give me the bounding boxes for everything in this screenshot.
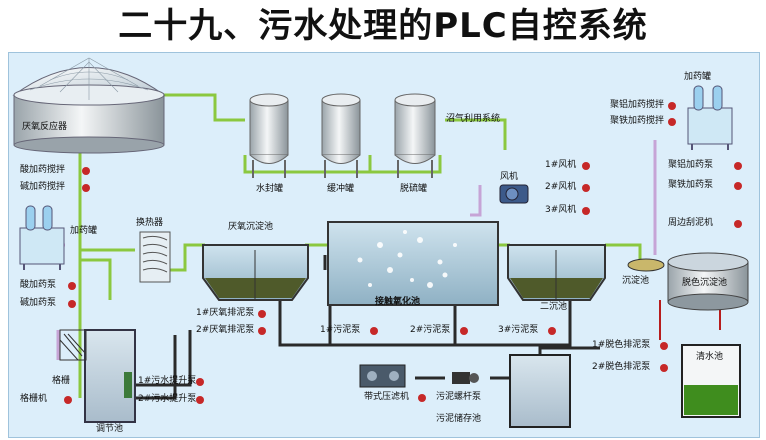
discharge-pump-1-label: 1#脱色排泥泵 <box>592 340 651 350</box>
sludge-pump-2-indicator <box>258 327 266 335</box>
scraper-indicator <box>734 220 742 228</box>
heat-exchanger-label: 换热器 <box>136 218 164 228</box>
clear-water-pool <box>681 344 741 418</box>
clear-pool-label: 清水池 <box>696 352 724 362</box>
page-title: 二十九、污水处理的PLC自控系统 <box>118 6 648 46</box>
pam-stir-indicator <box>668 118 676 126</box>
fan-1-label: 1#风机 <box>545 160 577 170</box>
alkali-pump-label: 碱加药泵 <box>20 298 57 308</box>
pam-pump-label: 聚铁加药泵 <box>668 180 714 190</box>
fan <box>499 184 529 204</box>
alkali-pump-indicator <box>68 300 76 308</box>
sludge-return-2-indicator <box>460 327 468 335</box>
buffer-tank <box>321 93 361 178</box>
acid-pump-label: 酸加药泵 <box>20 280 57 290</box>
secondary-settling-pool <box>507 244 606 301</box>
scraper-label: 周边刮泥机 <box>668 218 714 228</box>
fan-1-indicator <box>582 162 590 170</box>
grille <box>59 329 87 361</box>
fan-2-label: 2#风机 <box>545 182 577 192</box>
sludge-return-3-label: 3#污泥泵 <box>498 325 539 335</box>
decolor-pool <box>667 252 749 311</box>
belt-press-indicator <box>418 394 426 402</box>
sludge-return-1-indicator <box>370 327 378 335</box>
discharge-pump-2-indicator <box>660 364 668 372</box>
lift-pump-2-label: 2#污水提升泵 <box>138 394 197 404</box>
pam-pump-indicator <box>734 182 742 190</box>
sludge-return-1-label: 1#污泥泵 <box>320 325 361 335</box>
left-dosing-tank <box>19 205 65 270</box>
aeration-pool-label: 接触氧化池 <box>375 297 421 307</box>
desulfur-tank-label: 脱硫罐 <box>400 184 428 194</box>
decolor-pool-label: 脱色沉淀池 <box>682 278 728 288</box>
acid-stir-indicator <box>82 167 90 175</box>
pac-stir-indicator <box>668 102 676 110</box>
left-dosing-tank-label: 加药罐 <box>70 226 98 236</box>
pac-stir-label: 聚铝加药搅拌 <box>610 100 665 110</box>
grille-machine-indicator <box>64 396 72 404</box>
anaerobic-reactor-label: 厌氧反应器 <box>22 122 68 132</box>
grille-label: 格栅 <box>52 376 71 386</box>
lift-pump-2-indicator <box>196 396 204 404</box>
settling-tank <box>627 258 665 272</box>
sludge-pump-1-label: 1#厌氧排泥泵 <box>196 308 255 318</box>
pac-pump-label: 聚铝加药泵 <box>668 160 714 170</box>
right-dosing-tank <box>687 85 733 150</box>
desulfur-tank <box>394 93 436 178</box>
fan-3-indicator <box>582 207 590 215</box>
anaerobic-reactor <box>12 57 166 154</box>
regulating-pool-label: 调节池 <box>96 424 124 434</box>
sludge-storage-label: 污泥储存池 <box>436 414 482 424</box>
heat-exchanger <box>139 231 171 283</box>
discharge-pump-2-label: 2#脱色排泥泵 <box>592 362 651 372</box>
water-seal-tank <box>249 93 289 178</box>
fan-3-label: 3#风机 <box>545 205 577 215</box>
water-seal-tank-label: 水封罐 <box>256 184 284 194</box>
grille-machine-label: 格栅机 <box>20 394 48 404</box>
pac-pump-indicator <box>734 162 742 170</box>
screw-pump <box>452 372 479 384</box>
sludge-return-2-label: 2#污泥泵 <box>410 325 451 335</box>
belt-press-label: 带式压滤机 <box>364 392 410 402</box>
regulating-pool <box>84 329 136 423</box>
sludge-pump-2-label: 2#厌氧排泥泵 <box>196 325 255 335</box>
acid-pump-indicator <box>68 282 76 290</box>
secondary-pool-label: 二沉池 <box>540 302 568 312</box>
acid-stir-label: 酸加药搅拌 <box>20 165 66 175</box>
belt-press <box>359 364 406 388</box>
biogas-system-label: 沼气利用系统 <box>446 114 501 124</box>
lift-pump-1-label: 1#污水提升泵 <box>138 376 197 386</box>
sludge-return-3-indicator <box>548 327 556 335</box>
right-dosing-tank-label: 加药罐 <box>684 72 712 82</box>
fan-label: 风机 <box>500 172 519 182</box>
discharge-pump-1-indicator <box>660 342 668 350</box>
screw-pump-label: 污泥螺杆泵 <box>436 392 482 402</box>
pam-stir-label: 聚铁加药搅拌 <box>610 116 665 126</box>
lift-pump-1-indicator <box>196 378 204 386</box>
alkali-stir-indicator <box>82 184 90 192</box>
aeration-pool <box>327 221 499 306</box>
anaerobic-settling-label: 厌氧沉淀池 <box>228 222 274 232</box>
green-pipes <box>78 93 642 398</box>
dark-pipes <box>130 255 600 400</box>
anaerobic-settling-pool <box>202 244 309 301</box>
sludge-pump-1-indicator <box>258 310 266 318</box>
alkali-stir-label: 碱加药搅拌 <box>20 182 66 192</box>
settling-tank-label: 沉淀池 <box>622 276 650 286</box>
sludge-storage-pool <box>509 354 571 428</box>
fan-2-indicator <box>582 184 590 192</box>
buffer-tank-label: 缓冲罐 <box>327 184 355 194</box>
